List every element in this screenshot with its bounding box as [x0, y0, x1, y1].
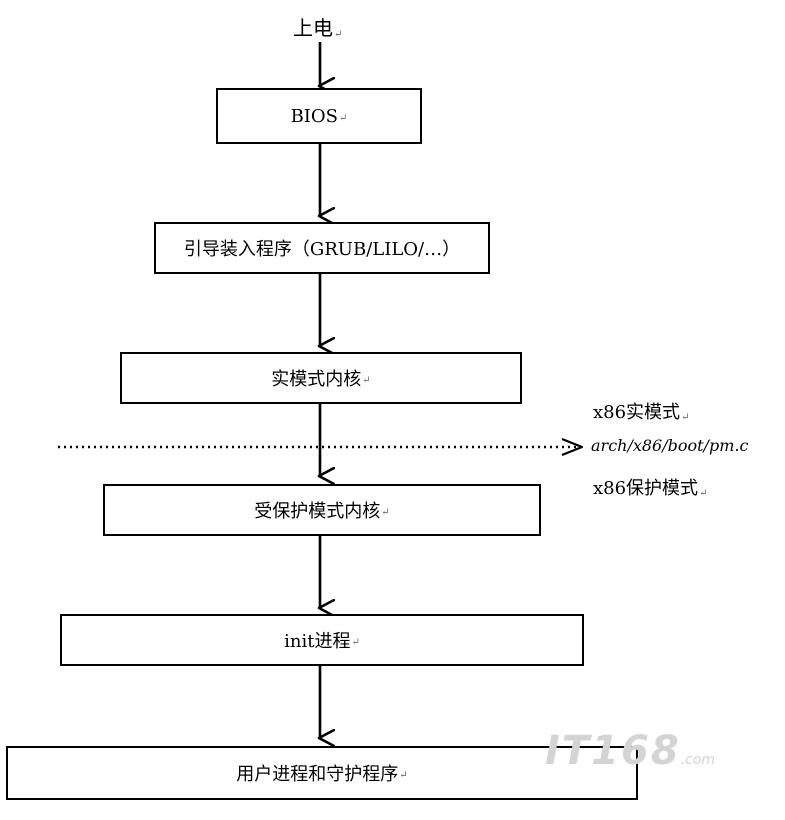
return-mark: ↵: [334, 29, 343, 40]
return-mark: ↵: [362, 374, 371, 386]
it168-watermark: IT168.com: [545, 728, 716, 774]
source-file-label: arch/x86/boot/pm.c: [591, 436, 749, 455]
return-mark: ↵: [681, 412, 690, 423]
bootloader-box: 引导装入程序（GRUB/LILO/…）: [154, 222, 490, 274]
return-mark: ↵: [399, 769, 408, 781]
bios-box: BIOS↵: [216, 88, 422, 144]
return-mark: ↵: [381, 506, 390, 518]
return-mark: ↵: [699, 488, 708, 499]
power-on-label: 上电↵: [293, 16, 343, 40]
return-mark: ↵: [351, 636, 360, 648]
user-processes-box: 用户进程和守护程序↵: [6, 746, 638, 800]
x86-real-mode-label: x86实模式↵: [593, 402, 690, 423]
protected-mode-kernel-box: 受保护模式内核↵: [103, 484, 541, 536]
return-mark: ↵: [339, 112, 348, 124]
init-process-box: init进程↵: [60, 614, 584, 666]
real-mode-kernel-box: 实模式内核↵: [120, 352, 522, 404]
x86-protected-mode-label: x86保护模式↵: [593, 478, 708, 499]
